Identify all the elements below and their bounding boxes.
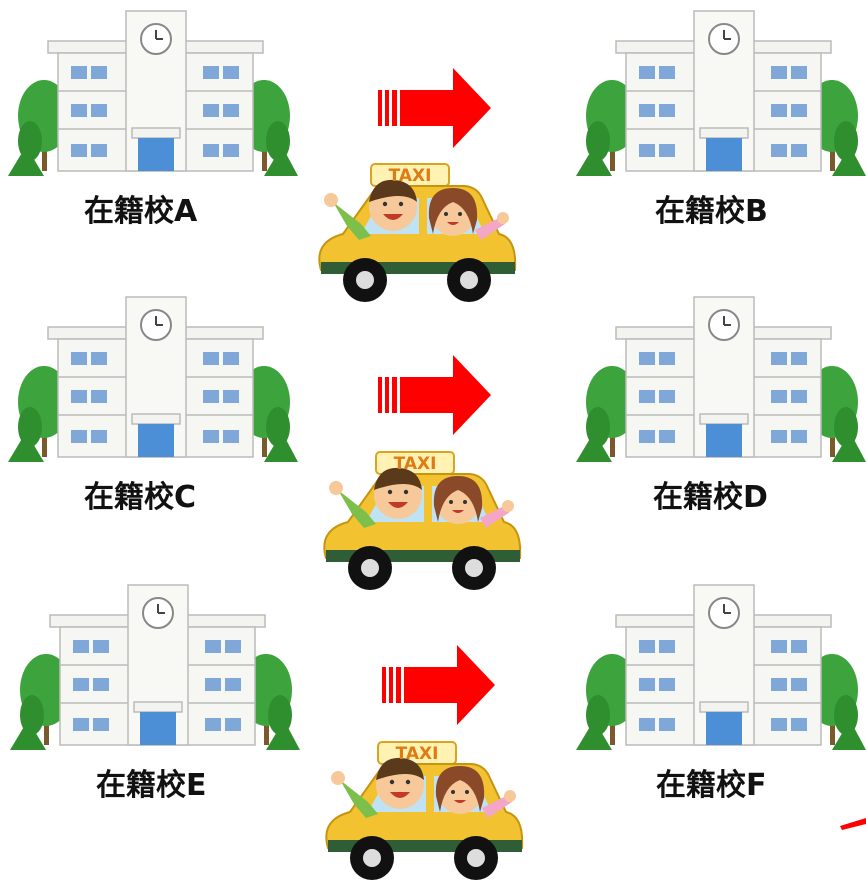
- school-b-label: 在籍校B: [655, 194, 768, 229]
- red-stroke-decoration: [840, 818, 866, 830]
- school-building-icon: [576, 6, 866, 176]
- school-c-building: [8, 292, 298, 462]
- red-arrow-icon: [378, 68, 493, 148]
- school-f-building: [576, 580, 866, 750]
- school-building-icon: [10, 580, 300, 750]
- school-e-building: [10, 580, 300, 750]
- school-d-building: [576, 292, 866, 462]
- red-arrow-icon: [378, 355, 493, 435]
- taxi-sign-text: TAXI: [389, 166, 432, 186]
- school-d-label: 在籍校D: [653, 480, 768, 515]
- school-building-icon: [8, 6, 298, 176]
- school-b-building: [576, 6, 866, 176]
- school-f-label: 在籍校F: [656, 768, 767, 803]
- school-e-label: 在籍校E: [96, 768, 207, 803]
- taxi-sign-text: TAXI: [394, 454, 437, 474]
- school-c-label: 在籍校C: [84, 480, 197, 515]
- school-building-icon: [576, 580, 866, 750]
- school-a-building: [8, 6, 298, 176]
- red-arrow-icon: [382, 645, 497, 725]
- taxi-icon: TAXI: [303, 162, 523, 312]
- school-a-label: 在籍校A: [84, 194, 198, 229]
- taxi-icon: TAXI: [310, 740, 530, 890]
- school-building-icon: [576, 292, 866, 462]
- taxi-icon: TAXI: [308, 450, 528, 600]
- school-building-icon: [8, 292, 298, 462]
- taxi-sign-text: TAXI: [396, 744, 439, 764]
